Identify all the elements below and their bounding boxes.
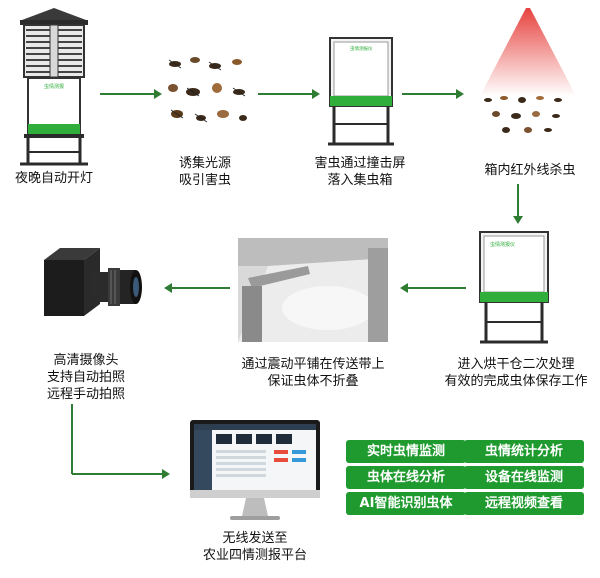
feature-badge-online-analysis: 虫体在线分析 bbox=[346, 466, 466, 489]
svg-text:虫情测报: 虫情测报 bbox=[44, 83, 64, 90]
svg-text:虫情测报仪: 虫情测报仪 bbox=[490, 241, 515, 248]
belt-caption: 通过震动平铺在传送带上 保证虫体不折叠 bbox=[226, 356, 400, 390]
dry-caption: 进入烘干仓二次处理 有效的完成虫体保存工作 bbox=[438, 356, 594, 390]
belt-caption-line1: 通过震动平铺在传送带上 bbox=[241, 357, 385, 372]
feature-badge-remote-video: 远程视频查看 bbox=[464, 492, 584, 515]
platform-caption-line1: 无线发送至 bbox=[222, 531, 288, 546]
feature-badge-realtime-monitoring: 实时虫情监测 bbox=[346, 440, 466, 463]
lure-caption: 诱集光源 吸引害虫 bbox=[150, 155, 260, 189]
conveyor-belt-image bbox=[238, 238, 388, 342]
dry-caption-line1: 进入烘干仓二次处理 bbox=[457, 357, 575, 372]
platform-monitor-image bbox=[190, 420, 320, 520]
insects-cluster-image bbox=[168, 57, 247, 123]
hd-camera-image bbox=[44, 248, 142, 316]
lure-caption-line1: 诱集光源 bbox=[178, 156, 231, 171]
svg-text:虫情测报仪: 虫情测报仪 bbox=[350, 45, 373, 52]
belt-caption-line2: 保证虫体不折叠 bbox=[267, 374, 359, 389]
arrow-right-2 bbox=[258, 89, 320, 99]
infrared-kill-image bbox=[480, 8, 576, 133]
arrow-down bbox=[513, 184, 523, 224]
platform-caption: 无线发送至 农业四情测报平台 bbox=[180, 530, 330, 564]
arrow-to-platform bbox=[71, 404, 170, 479]
arrow-right-3 bbox=[402, 89, 464, 99]
insect-lamp-device: 虫情测报 bbox=[20, 8, 88, 166]
camera-caption-line2: 支持自动拍照 bbox=[46, 370, 125, 385]
hit-caption: 害虫通过撞击屏 落入集虫箱 bbox=[300, 155, 420, 189]
infrared-caption: 箱内红外线杀虫 bbox=[484, 163, 576, 178]
lure-caption-line2: 吸引害虫 bbox=[178, 173, 231, 188]
lamp-caption: 夜晚自动开灯 bbox=[14, 171, 93, 186]
arrow-left-2 bbox=[164, 283, 230, 293]
platform-caption-line2: 农业四情测报平台 bbox=[202, 548, 307, 563]
feature-badge-device-monitoring: 设备在线监测 bbox=[464, 466, 584, 489]
camera-caption-line1: 高清摄像头 bbox=[53, 353, 119, 368]
hit-caption-line2: 落入集虫箱 bbox=[327, 173, 393, 188]
arrow-left-1 bbox=[400, 283, 466, 293]
feature-badge-ai-recognition: AI智能识别虫体 bbox=[346, 492, 466, 515]
feature-badge-statistics-analysis: 虫情统计分析 bbox=[464, 440, 584, 463]
hit-caption-line1: 害虫通过撞击屏 bbox=[314, 156, 406, 171]
camera-caption-line3: 远程手动拍照 bbox=[46, 387, 125, 402]
camera-caption: 高清摄像头 支持自动拍照 远程手动拍照 bbox=[26, 352, 146, 403]
dry-caption-line2: 有效的完成虫体保存工作 bbox=[444, 374, 588, 389]
arrow-right-1 bbox=[100, 89, 162, 99]
collection-box-device: 虫情测报仪 bbox=[328, 37, 394, 146]
drying-box-device: 虫情测报仪 bbox=[479, 231, 549, 344]
